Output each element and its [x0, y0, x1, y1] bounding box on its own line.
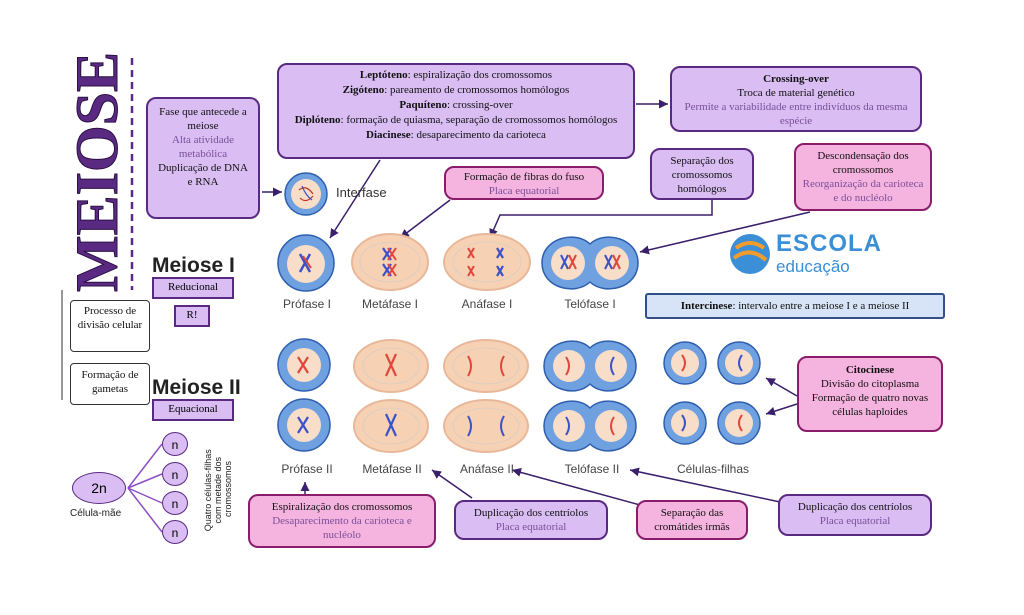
meiose-1-tag: Reducional [152, 277, 234, 299]
homologos-text: Separação dos cromossomos homólogos [670, 155, 734, 195]
fuso-line2: Placa equatorial [488, 185, 560, 197]
title-meiose: MEIOSE [62, 52, 132, 292]
phase-paquiteno: Paquíteno: crossing-over [399, 99, 513, 111]
mother-cell-label: Célula-mãe [70, 508, 122, 519]
daughters-label-l3: cromossomos [223, 460, 233, 517]
meiose-1-symbol: R! [174, 305, 210, 327]
prophase-2-line2: Desaparecimento da carioteca e nucléolo [272, 515, 412, 541]
descondensacao-box: Descondensação dos cromossomos Reorganiz… [794, 143, 932, 211]
anaphase-2-box: Separação das cromátides irmãs [636, 500, 748, 540]
stage-label-profase-1: Prófase I [282, 297, 332, 311]
daughters-label-l1: Quatro células-filhas [203, 449, 213, 532]
stage-label-profase-2: Prófase II [281, 462, 333, 476]
citocinese-line1: Divisão do citoplasma [820, 378, 920, 390]
stage-label-anafase-1: Anáfase I [461, 297, 513, 311]
citocinese-line2: Formação de quatro novas células haploid… [811, 392, 929, 418]
crossing-over-line2: Permite a variabilidade entre indivíduos… [684, 101, 908, 127]
daughter-n-4: n [162, 520, 188, 544]
prophase-phases-box: Leptóteno: espiralização dos cromossomos… [277, 63, 635, 159]
interfase-line1: Fase que antecede a meiose [159, 106, 247, 132]
daughter-n-1: n [162, 432, 188, 456]
interfase-label: Interfase [336, 185, 387, 200]
fuso-box: Formação de fibras do fuso Placa equator… [444, 166, 604, 200]
stage-label-telofase-1: Telófase I [564, 297, 616, 311]
processo-box: Processo de divisão celular [70, 300, 150, 352]
crossing-over-title: Crossing-over [763, 73, 829, 85]
gametas-box: Formação de gametas [70, 363, 150, 405]
crossing-over-box: Crossing-over Troca de material genético… [670, 66, 922, 132]
telophase-2-line1: Duplicação dos centríolos [797, 501, 913, 513]
meiose-2-tag: Equacional [152, 399, 234, 421]
citocinese-title: Citocinese [845, 364, 895, 376]
logo-escola: ESCOLA [776, 230, 883, 257]
telophase-2-box: Duplicação dos centríolos Placa equatori… [778, 494, 932, 536]
fuso-line1: Formação de fibras do fuso [463, 171, 585, 183]
svg-text:Quatro células-filhas co: Quatro células-filhas com metade dos cro… [203, 447, 233, 532]
citocinese-box: Citocinese Divisão do citoplasma Formaçã… [797, 356, 943, 432]
descondensacao-line2: Reorganização da carioteca e do nucléolo [802, 178, 924, 204]
daughters-label-l2: com metade dos [213, 456, 223, 523]
intercinese-box: Intercinese: intervalo entre a meiose I … [645, 293, 945, 319]
descondensacao-line1: Descondensação dos cromossomos [817, 150, 909, 176]
title-text: MEIOSE [64, 52, 130, 292]
crossing-over-line1: Troca de material genético [737, 87, 855, 99]
phase-diacinese: Diacinese: desaparecimento da carioteca [366, 129, 546, 141]
escola-logo: ESCOLA educação [728, 230, 908, 276]
stage-label-celulas-filhas: Células-filhas [676, 462, 750, 476]
interfase-info-box: Fase que antecede a meiose Alta atividad… [146, 97, 260, 219]
interfase-cell [284, 172, 328, 216]
phase-diploteno: Diplóteno: formação de quiasma, separaçã… [294, 114, 618, 126]
stage-label-telofase-2: Telófase II [564, 462, 620, 476]
mother-cell-circle: 2n [72, 472, 126, 504]
daughter-n-3: n [162, 491, 188, 515]
daughter-n-2: n [162, 462, 188, 486]
processo-text: Processo de divisão celular [77, 305, 143, 331]
interfase-line3: Duplicação de DNA e RNA [158, 162, 248, 188]
prophase-2-box: Espiralização dos cromossomos Desapareci… [248, 494, 436, 548]
metaphase-2-line1: Duplicação dos centríolos [473, 507, 589, 519]
stage-label-metafase-1: Metáfase I [361, 297, 419, 311]
prophase-2-line1: Espiralização dos cromossomos [271, 501, 413, 513]
metaphase-2-line2: Placa equatorial [495, 521, 567, 533]
daughters-label: Quatro células-filhas com metade dos cro… [196, 430, 242, 548]
homologos-box: Separação dos cromossomos homólogos [650, 148, 754, 200]
interfase-line2: Alta atividade metabólica [171, 134, 234, 160]
gametas-text: Formação de gametas [81, 369, 139, 395]
phase-zigoteno: Zigóteno: pareamento de cromossomos homó… [342, 84, 570, 96]
telophase-2-line2: Placa equatorial [819, 515, 891, 527]
logo-educacao: educação [776, 257, 850, 276]
stage-label-metafase-2: Metáfase II [362, 462, 422, 476]
globe-icon [730, 234, 770, 274]
meiose-1-label: Meiose I [152, 254, 235, 277]
phase-leptoteno: Leptóteno: espiralização dos cromossomos [359, 69, 553, 81]
anaphase-2-text: Separação das cromátides irmãs [654, 507, 730, 533]
stage-label-anafase-2: Anáfase II [459, 462, 515, 476]
metaphase-2-box: Duplicação dos centríolos Placa equatori… [454, 500, 608, 540]
meiose-2-label: Meiose II [152, 376, 241, 399]
